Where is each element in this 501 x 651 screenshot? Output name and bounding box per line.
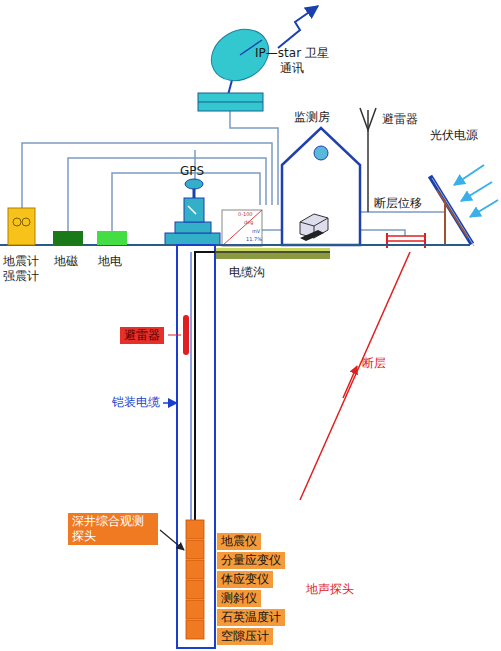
label: 监测房 [294,110,330,125]
probe [186,520,204,639]
label: mV [252,228,260,234]
label: 避雷器 [382,112,418,127]
instrument-box: 体应变仪 [217,571,273,588]
monitoring-house [282,128,360,245]
gps-pier [165,179,220,245]
label: 地电 [98,254,122,269]
label: 地磁 [54,254,78,269]
leader-arrow [163,402,177,404]
box-text: 体应变仪 [221,572,269,587]
geoelectric-meter [97,231,127,245]
box-text: 空隙压计 [221,629,269,644]
instrument-box: 测斜仪 [217,590,261,607]
instrument-box: 分量应变仪 [217,552,285,569]
label: 地声探头 [306,582,354,597]
label: 断层 [362,356,386,371]
label: 光伏电源 [430,128,478,143]
leader-line [168,335,181,336]
seismometer [8,208,35,245]
label: 断层位移 [374,196,422,211]
box-text: 分量应变仪 [221,553,281,568]
label: 电缆沟 [229,265,265,280]
box-text: 石英温度计 [221,610,281,625]
datalogger [222,210,262,246]
box-text: 测斜仪 [221,591,257,606]
label: IP—star 卫星通讯 [252,46,332,76]
label: 地震计 强震计 [3,254,45,284]
instrument-box: 空隙压计 [217,628,273,645]
solar-panel [430,165,498,246]
box-text: 避雷器 [124,328,160,343]
magnetometer [53,231,83,245]
probe-callout-box: 深井综合观测探头 [68,513,158,545]
arrester-box: 避雷器 [120,327,164,344]
downhole-arrester [183,315,189,355]
label: 铠装电缆 [112,395,160,410]
fault-slip-arrow [343,366,357,398]
lightning-rod [360,108,376,212]
borehole [177,245,215,648]
fault-line [300,252,410,500]
box-text: 地震仪 [221,534,257,549]
instrument-box: 地震仪 [217,533,261,550]
instrument-box: 石英温度计 [217,609,285,626]
label: 11.7% [246,236,262,242]
label: GPS [180,164,204,179]
cable-trench [205,248,330,259]
box-text: 深井综合观测探头 [72,514,154,544]
label: 0-100 [238,211,253,217]
leader-arrow [160,530,184,550]
label: deg [244,219,253,225]
armored-cable [195,252,215,520]
cable-sheath [191,252,192,520]
